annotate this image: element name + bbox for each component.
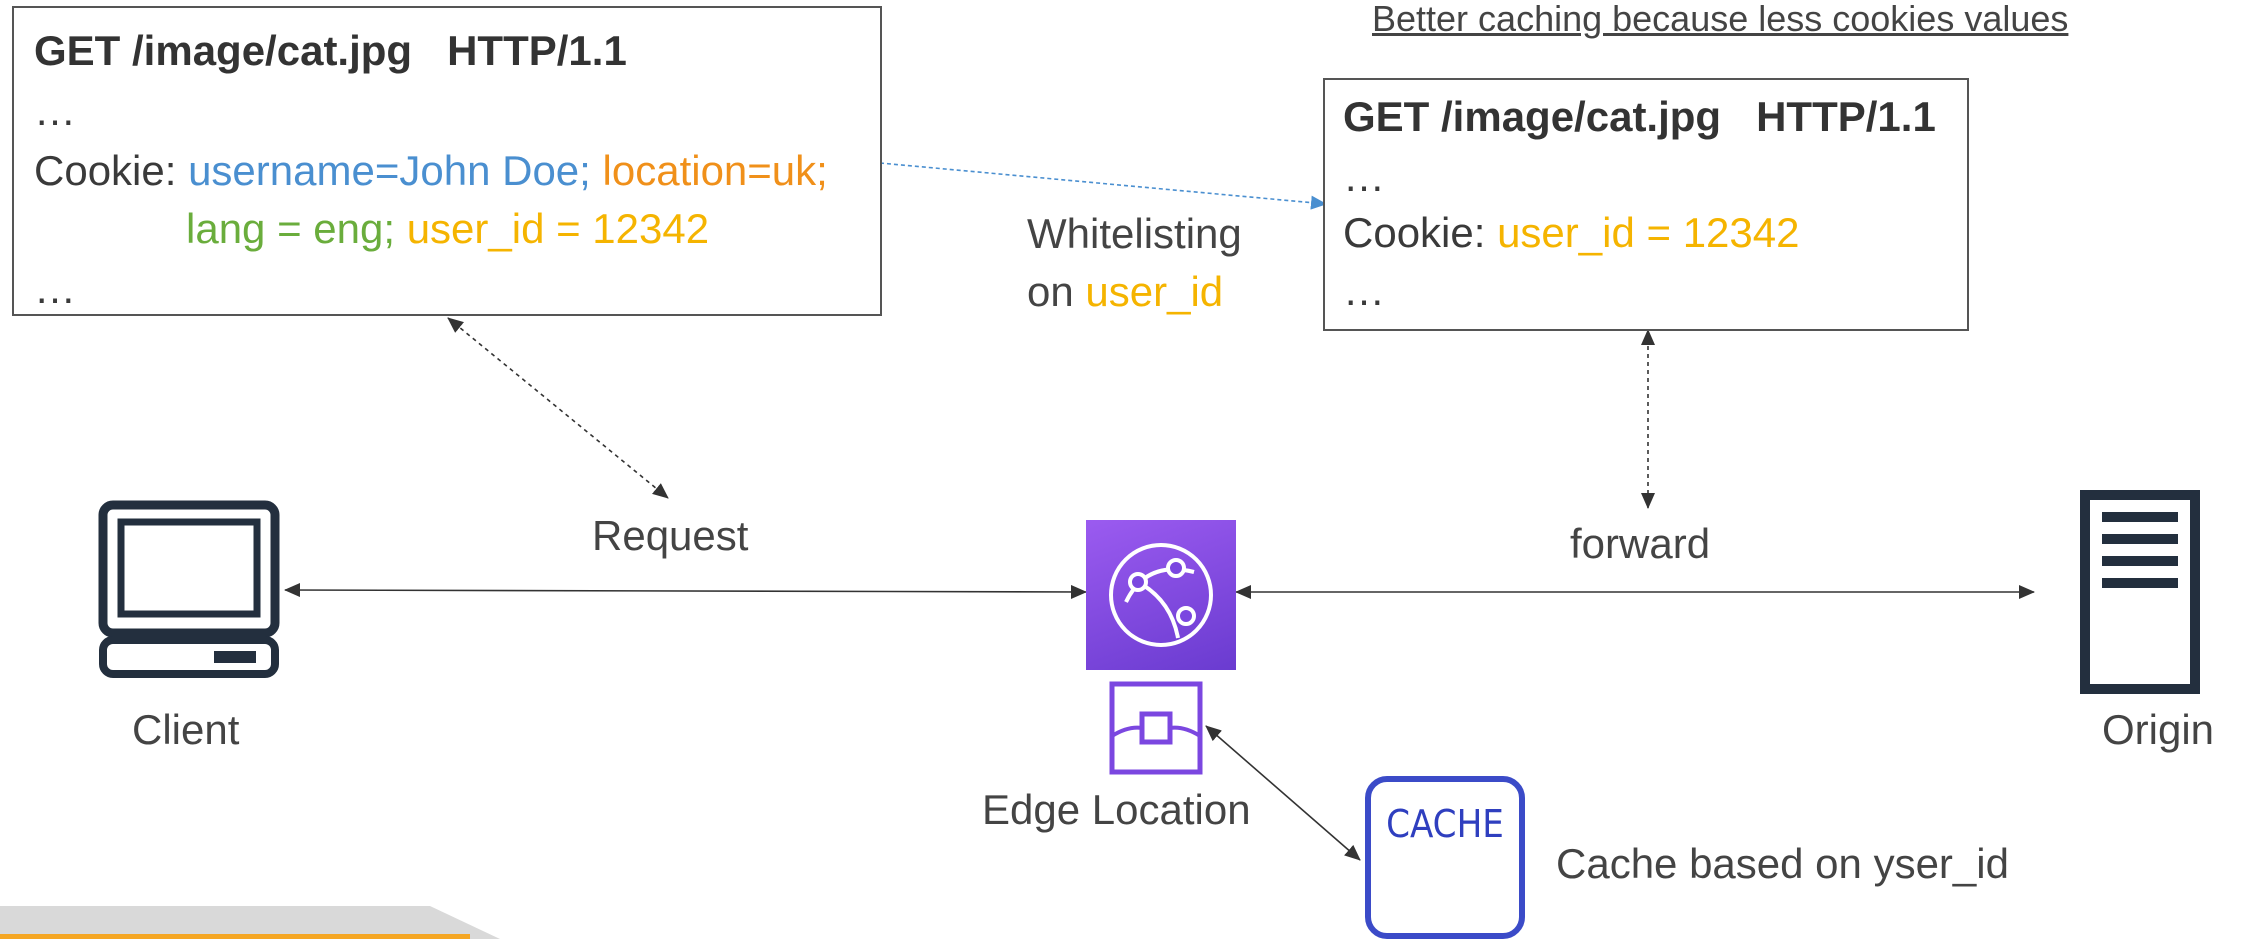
edge-cache-icon — [1109, 681, 1203, 775]
client-cookie-line-2: lang = eng; user_id = 12342 — [186, 200, 709, 258]
client-ellipsis-2: … — [34, 265, 76, 312]
decorative-band-accent — [0, 934, 470, 939]
client-label: Client — [132, 706, 240, 753]
forwarded-cookie-label: Cookie: — [1343, 209, 1486, 256]
forwarded-cookie-line: Cookie: user_id = 12342 — [1343, 204, 1800, 262]
cache-icon-text: CACHE — [1386, 802, 1504, 846]
cache-based-label: Cache based on yser_id — [1556, 840, 2009, 887]
cloudfront-icon — [1086, 520, 1236, 670]
whitelisting-arrow — [879, 162, 1327, 210]
cache-arrow — [1205, 725, 1361, 861]
forwarded-request-line: GET /image/cat.jpg HTTP/1.1 — [1343, 93, 1936, 140]
client-ellipsis-1: … — [34, 87, 76, 134]
whitelisting-label: Whitelisting — [1027, 210, 1242, 257]
whitelisting-user-id: user_id — [1085, 268, 1224, 315]
edge-location-label: Edge Location — [982, 786, 1251, 833]
cookie-username: username=John Doe; — [188, 147, 591, 194]
client-cookie-line: Cookie: username=John Doe; location=uk; — [34, 142, 828, 200]
forwarded-cookie-user-id: user_id = 12342 — [1497, 209, 1800, 256]
origin-label: Origin — [2102, 706, 2215, 753]
cookie-label: Cookie: — [34, 147, 177, 194]
forwarded-ellipsis-1: … — [1343, 153, 1385, 200]
decorative-band — [0, 906, 500, 939]
cookie-lang: lang = eng; — [186, 205, 396, 252]
request-label: Request — [592, 512, 749, 559]
client-request-line: GET /image/cat.jpg HTTP/1.1 — [34, 27, 627, 74]
caching-note: Better caching because less cookies valu… — [1372, 0, 2069, 39]
server-icon — [2080, 490, 2200, 694]
whitelisting-on-line: on user_id — [1027, 268, 1223, 316]
desktop-computer-icon — [98, 500, 280, 678]
forwarded-ellipsis-2: … — [1343, 267, 1385, 314]
client-edge-arrow — [284, 583, 1087, 599]
request-callout-line — [447, 317, 669, 499]
forwarded-request-box: GET /image/cat.jpg HTTP/1.1 … Cookie: us… — [1323, 78, 1969, 331]
cookie-user-id: user_id = 12342 — [406, 205, 710, 252]
cache-icon: CACHE — [1365, 776, 1525, 939]
forward-label: forward — [1570, 520, 1711, 567]
whitelisting-on: on — [1027, 268, 1074, 315]
cookie-location: location=uk; — [602, 147, 828, 194]
client-request-box: GET /image/cat.jpg HTTP/1.1 … Cookie: us… — [12, 6, 882, 316]
